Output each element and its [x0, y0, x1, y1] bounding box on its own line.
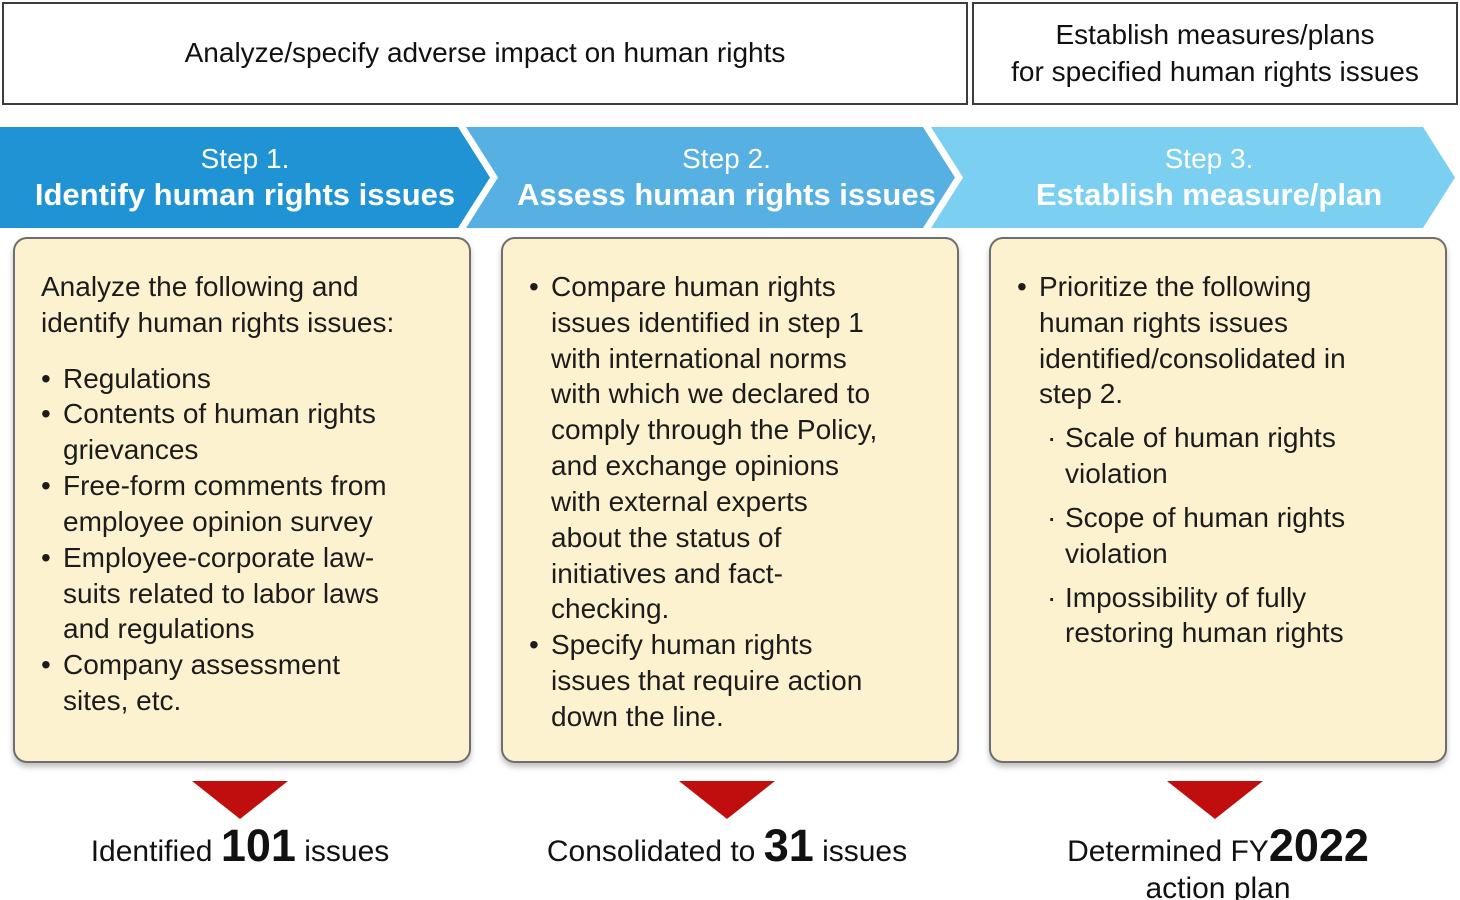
down-arrow-icon: [1167, 781, 1263, 819]
bullet-text: Regulations: [63, 362, 211, 394]
bullet-marker: •: [41, 470, 51, 502]
step1-arrow: Step 1. Identify human rights issues: [0, 127, 490, 228]
list-item: • Free-form comments from employee opini…: [41, 468, 445, 540]
bullet-marker: •: [41, 398, 51, 430]
sub-list-item: · Scale of human rights violation: [1047, 420, 1421, 492]
step2-arrow: Step 2. Assess human rights issues: [466, 127, 955, 228]
list-item: • Contents of human rights grievances: [41, 396, 445, 468]
step2-result-suffix: issues: [813, 835, 908, 868]
bullet-text: Specify human rights issues that require…: [551, 629, 863, 732]
bullet-marker: •: [529, 629, 539, 661]
step1-result: Identified 101 issues: [0, 820, 480, 872]
banner-analyze-impact: Analyze/specify adverse impact on human …: [2, 2, 968, 105]
bullet-text: Prioritize the following human rights is…: [1039, 271, 1346, 410]
sub-bullet-marker: ·: [1047, 422, 1057, 454]
step1-result-number: 101: [220, 820, 296, 871]
sub-list-item: · Impossibility of fully restoring human…: [1047, 580, 1421, 652]
bullet-marker: •: [1017, 271, 1027, 302]
step3-result: Determined FY2022 action plan: [978, 820, 1458, 900]
process-steps-band: Step 1. Identify human rights issues Ste…: [0, 127, 1460, 228]
list-item: • Specify human rights issues that requi…: [529, 627, 933, 734]
sub-bullet-marker: ·: [1047, 581, 1057, 613]
bullet-text: Free-form comments from employee opinion…: [63, 470, 387, 537]
bullet-text: Contents of human rights grievances: [63, 398, 376, 466]
bullet-marker: •: [41, 541, 51, 573]
sub-bullet-text: Impossibility of fully restoring human r…: [1065, 581, 1344, 649]
sub-bullet-text: Scope of human rights violation: [1065, 501, 1346, 569]
step2-label: Step 2.: [682, 142, 771, 174]
bullet-text: Compare human rights issues identified i…: [551, 271, 878, 625]
step1-result-suffix: issues: [295, 835, 390, 868]
sub-bullet-text: Scale of human rights violation: [1065, 422, 1336, 490]
step3-detail-card: • Prioritize the following human rights …: [989, 237, 1447, 763]
down-arrow-icon: [192, 781, 288, 819]
step3-result-line1: Determined FY2022: [978, 820, 1458, 872]
sub-list-item: · Scope of human rights violation: [1047, 500, 1421, 572]
banner-establish-line2: for specified human rights issues: [1011, 55, 1419, 87]
step3-result-line2: action plan: [1145, 871, 1291, 900]
list-item: • Regulations: [41, 361, 445, 397]
step2-result: Consolidated to 31 issues: [487, 820, 967, 872]
list-item: • Prioritize the following human rights …: [1017, 269, 1421, 412]
step1-label: Step 1.: [200, 142, 290, 174]
list-item: • Company assessment sites, etc.: [41, 647, 445, 719]
bullet-text: Company assessment sites, etc.: [63, 649, 341, 717]
list-item: • Compare human rights issues identified…: [529, 269, 933, 627]
bullet-text: Employee-corporate law-suits related to …: [63, 541, 379, 645]
step3-result-prefix: Determined FY: [1067, 835, 1269, 868]
step3-arrow: Step 3. Establish measure/plan: [931, 127, 1455, 228]
step1-card-intro: Analyze the following and identify human…: [41, 271, 395, 338]
step2-detail-card: • Compare human rights issues identified…: [501, 237, 959, 763]
down-arrow-icon: [679, 781, 775, 819]
step3-title: Establish measure/plan: [1035, 176, 1383, 212]
bullet-marker: •: [41, 362, 51, 394]
step3-label: Step 3.: [1164, 142, 1254, 174]
step3-result-number: 2022: [1268, 820, 1369, 871]
banner-analyze-impact-label: Analyze/specify adverse impact on human …: [184, 37, 786, 69]
step2-result-number: 31: [763, 820, 814, 871]
step1-result-prefix: Identified: [90, 835, 221, 868]
bullet-marker: •: [529, 271, 539, 302]
banner-establish-line1: Establish measures/plans: [1055, 19, 1375, 51]
list-item: • Employee-corporate law-suits related t…: [41, 540, 445, 647]
bullet-marker: •: [41, 649, 51, 681]
sub-bullet-marker: ·: [1047, 501, 1057, 533]
banner-establish-measures: Establish measures/plans for specified h…: [972, 2, 1458, 105]
step2-result-prefix: Consolidated to: [546, 835, 764, 868]
step1-title: Identify human rights issues: [34, 176, 456, 212]
step2-title: Assess human rights issues: [517, 176, 936, 212]
step1-detail-card: Analyze the following and identify human…: [13, 237, 471, 763]
